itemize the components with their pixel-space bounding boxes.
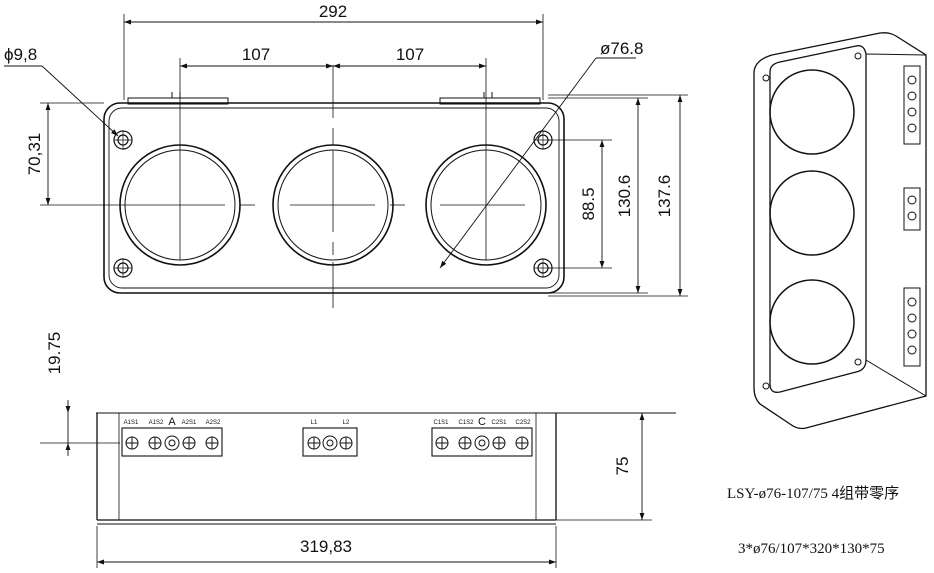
top-tab-right	[439, 97, 541, 105]
svg-text:L1: L1	[311, 420, 318, 426]
dim-pitch-right: 107	[396, 45, 424, 64]
svg-text:A2S1: A2S1	[182, 420, 197, 426]
terminal-screws	[125, 435, 529, 451]
front-view	[4, 14, 688, 308]
svg-text:A1S2: A1S2	[149, 420, 164, 426]
dim-window-dia: ø76.8	[600, 39, 643, 58]
terminal-block-l	[302, 427, 358, 457]
dim-88: 88.5	[579, 187, 598, 220]
svg-text:C2S2: C2S2	[515, 420, 531, 426]
side-dimension-texts: 19.75 75 319,83	[45, 332, 632, 556]
iso-outline	[753, 32, 927, 430]
top-tab-left	[127, 97, 229, 105]
dim-top-offset: 19.75	[45, 332, 64, 375]
dim-mount-hole: ϕ9,8	[4, 45, 37, 64]
extension-lines	[40, 14, 688, 297]
isometric-view	[753, 32, 927, 430]
svg-text:A2S2: A2S2	[206, 420, 221, 426]
terminal-block-c	[431, 427, 533, 457]
dim-length: 319,83	[300, 537, 352, 556]
iso-terminals	[903, 65, 921, 367]
front-dimension-texts: 292 107 107 ϕ9,8 ø76.8 70,31 88.5 130.6 …	[4, 2, 674, 221]
svg-text:L2: L2	[343, 420, 350, 426]
dim-width-total: 292	[319, 2, 347, 21]
svg-text:C1S2: C1S2	[458, 420, 474, 426]
svg-text:A: A	[168, 416, 176, 428]
dim-pitch-left: 107	[242, 45, 270, 64]
terminal-block-a	[121, 427, 223, 457]
dim-hole-offset: 70,31	[25, 133, 44, 176]
dimension-lines	[4, 19, 683, 296]
dim-137: 137.6	[655, 175, 674, 218]
svg-text:C1S1: C1S1	[433, 420, 449, 426]
terminal-labels: A1S1 A1S2 A A2S1 A2S2 L1 L2 C1S1 C1S2 C …	[124, 416, 532, 428]
svg-text:A1S1: A1S1	[124, 420, 139, 426]
housing-inner-outline	[108, 107, 560, 289]
svg-text:C: C	[478, 416, 486, 428]
caption: LSY-ø76-107/75 4组带零序 3*ø76/107*320*130*7…	[727, 485, 899, 557]
dim-height: 75	[613, 457, 632, 476]
caption-size: 3*ø76/107*320*130*75	[738, 541, 885, 557]
center-lines	[140, 65, 525, 308]
svg-text:C2S1: C2S1	[491, 420, 507, 426]
housing-outline	[103, 102, 565, 294]
dim-130: 130.6	[615, 175, 634, 218]
side-view	[40, 400, 676, 568]
caption-model: LSY-ø76-107/75 4组带零序	[727, 485, 899, 502]
